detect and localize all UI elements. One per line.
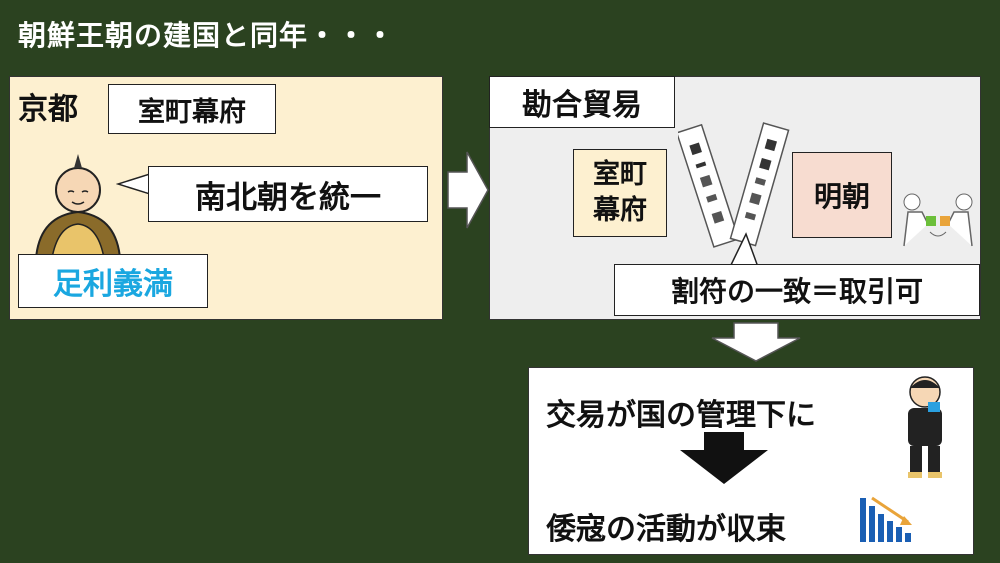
referee-illustration [892,372,958,480]
page-title: 朝鮮王朝の建国と同年・・・ [18,19,396,52]
muromachi-box: 室町幕府 [573,149,667,237]
muromachi-label: 室町幕府 [108,84,276,134]
trade-heading: 勘合貿易 [489,76,675,128]
person-name: 足利義満 [18,254,208,308]
result-line-2: 倭寇の活動が収束 [546,512,786,547]
down-arrow-icon [710,322,802,362]
caption-tail [724,232,764,268]
caption-box: 割符の一致＝取引可 [614,264,980,316]
tally-slip-illustration [678,120,790,252]
declining-chart-icon [858,494,920,544]
result-line-1: 交易が国の管理下に [546,398,816,433]
down-arrow-black-icon [680,432,768,484]
speech-tail [116,172,150,196]
speech-bubble: 南北朝を統一 [148,166,428,222]
ming-box: 明朝 [792,152,892,238]
kyoto-heading: 京都 [18,92,78,127]
yoshimitsu-illustration [30,150,126,258]
exchange-illustration [900,190,976,248]
right-arrow-icon [447,150,489,230]
